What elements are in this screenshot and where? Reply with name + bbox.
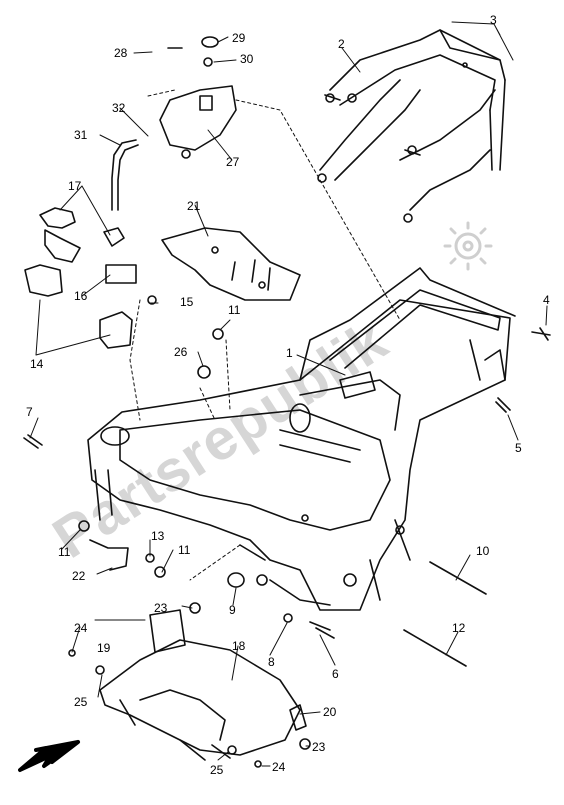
under-cover [68,602,311,768]
callout-16: 16 [74,289,88,303]
callout-11-mid: 11 [178,543,191,557]
callout-15: 15 [180,295,194,309]
callout-2: 2 [338,37,345,51]
reservoir-assembly [159,36,237,159]
callout-14: 14 [30,357,44,371]
callout-11-top: 11 [228,303,241,317]
callout-12: 12 [452,621,466,635]
callout-22: 22 [72,569,86,583]
callout-24-left: 24 [74,621,88,635]
callout-3: 3 [490,13,497,27]
callout-25-left: 25 [74,695,88,709]
main-frame [87,267,516,611]
reference-lines [129,89,401,581]
callout-7: 7 [26,405,33,419]
leader-lines [29,21,548,767]
callout-13: 13 [151,529,165,543]
front-arrow-icon [18,740,80,772]
callout-11-left: 11 [58,545,71,559]
callout-20: 20 [323,705,337,719]
callout-29: 29 [232,31,246,45]
callout-8: 8 [268,655,275,669]
callout-28: 28 [114,46,128,60]
callout-1: 1 [286,346,293,360]
callout-6: 6 [332,667,339,681]
callout-27: 27 [226,155,240,169]
callout-32: 32 [112,101,126,115]
callout-23-bottom: 23 [312,740,326,754]
callout-26: 26 [174,345,188,359]
callout-10: 10 [476,544,490,558]
callout-18: 18 [232,639,246,653]
callout-30: 30 [240,52,254,66]
callout-labels: 1 2 3 4 5 6 7 8 9 10 11 11 11 12 13 14 1… [26,13,550,777]
watermark-text: Partsrepublik [42,307,399,570]
callout-17: 17 [68,179,82,193]
callout-19: 19 [97,641,111,655]
callout-9: 9 [229,603,236,617]
callout-21: 21 [187,199,201,213]
hose [111,139,139,211]
callout-31: 31 [74,128,88,142]
callout-25-bottom: 25 [210,763,224,777]
callout-4: 4 [543,293,550,307]
gear-watermark-icon [443,221,493,271]
rear-subframe [317,29,506,223]
callout-24-bottom: 24 [272,760,286,774]
plate [161,227,301,301]
bracket-parts [24,207,157,349]
callout-5: 5 [515,441,522,455]
callout-23-top: 23 [154,601,168,615]
